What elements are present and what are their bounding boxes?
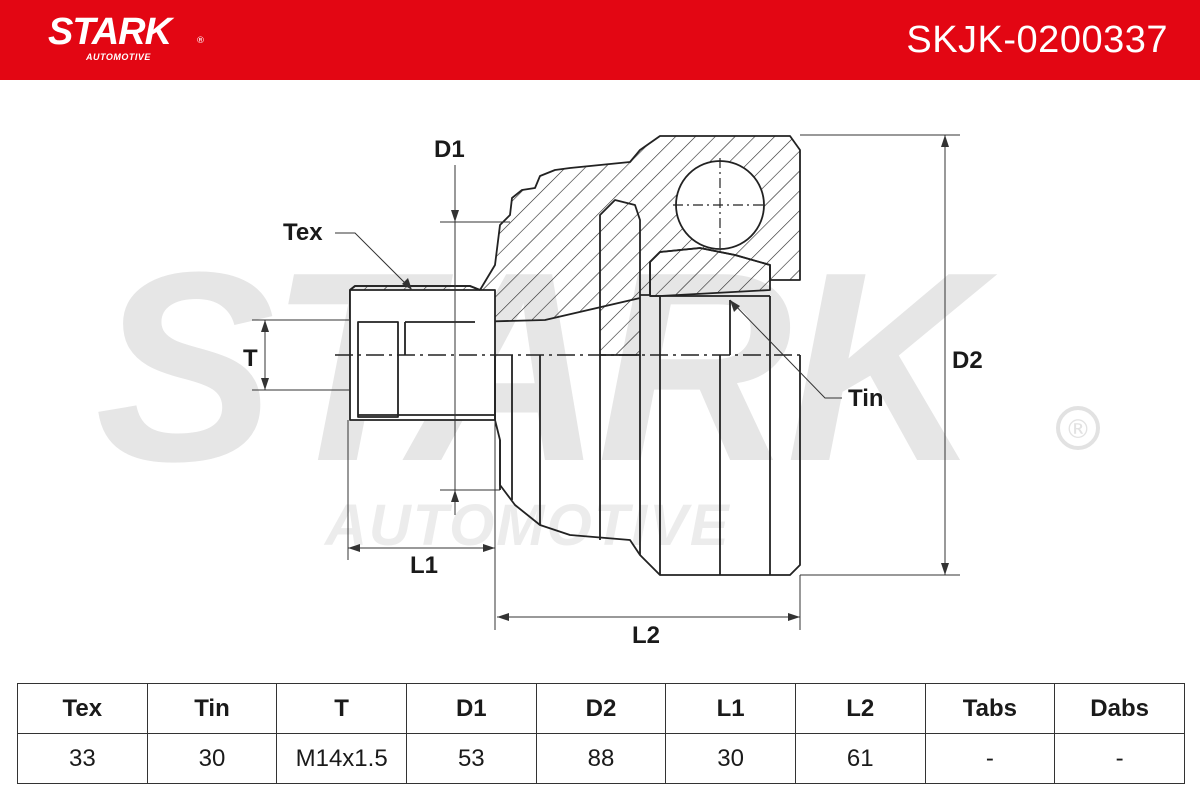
arrowheads: [261, 135, 949, 621]
spec-value-cell: 33: [17, 733, 148, 784]
spec-header-cell: Dabs: [1054, 683, 1185, 734]
spec-header-cell: Tex: [17, 683, 148, 734]
logo-subtitle: AUTOMOTIVE: [86, 52, 151, 62]
spec-value-cell: 30: [665, 733, 796, 784]
label-tin: Tin: [848, 385, 884, 412]
spec-value-cell: -: [924, 733, 1056, 784]
spec-table-header-row: Tex Tin T D1 D2 L1 L2 Tabs Dabs: [17, 683, 1185, 734]
spec-table-value-row: 33 30 M14x1.5 53 88 30 61 - -: [17, 733, 1185, 784]
spec-value-cell: M14x1.5: [276, 733, 407, 784]
label-tex: Tex: [283, 219, 323, 246]
watermark-registered-circle: [1056, 406, 1100, 450]
label-t: T: [243, 345, 258, 372]
label-l2: L2: [632, 622, 660, 649]
spec-header-cell: L1: [665, 683, 796, 734]
part-number: SKJK-0200337: [906, 19, 1168, 61]
thread-top: [349, 285, 481, 291]
thread-section: [357, 321, 399, 418]
spec-header-cell: D1: [405, 683, 537, 734]
logo-registered-mark: ®: [196, 36, 205, 46]
spec-header-cell: Tin: [146, 683, 278, 734]
label-d2: D2: [952, 347, 983, 374]
header-bar: STARK ® AUTOMOTIVE SKJK-0200337: [0, 0, 1200, 80]
label-d1: D1: [434, 136, 465, 163]
spec-value-cell: 61: [794, 733, 926, 784]
tin-leader: [729, 299, 842, 399]
watermark-subtitle: AUTOMOTIVE: [323, 493, 731, 558]
spec-header-cell: T: [276, 683, 407, 734]
watermark-registered-mark: ®: [1065, 415, 1091, 445]
spec-value-cell: 30: [146, 733, 278, 784]
label-l1: L1: [410, 552, 438, 579]
logo-brand: STARK: [48, 11, 172, 53]
spec-value-cell: 88: [535, 733, 667, 784]
cv-joint-drawing: STARK AUTOMOTIVE ®: [95, 134, 1100, 649]
spec-header-cell: L2: [794, 683, 926, 734]
spec-value-cell: -: [1054, 733, 1185, 784]
tex-leader: [335, 232, 413, 291]
stark-logo: STARK ® AUTOMOTIVE: [48, 10, 218, 66]
spec-table: Tex Tin T D1 D2 L1 L2 Tabs Dabs 33 30 M1…: [17, 683, 1185, 784]
spec-header-cell: Tabs: [924, 683, 1056, 734]
dimension-lines: [252, 134, 960, 630]
spec-value-cell: 53: [405, 733, 537, 784]
spec-header-cell: D2: [535, 683, 667, 734]
